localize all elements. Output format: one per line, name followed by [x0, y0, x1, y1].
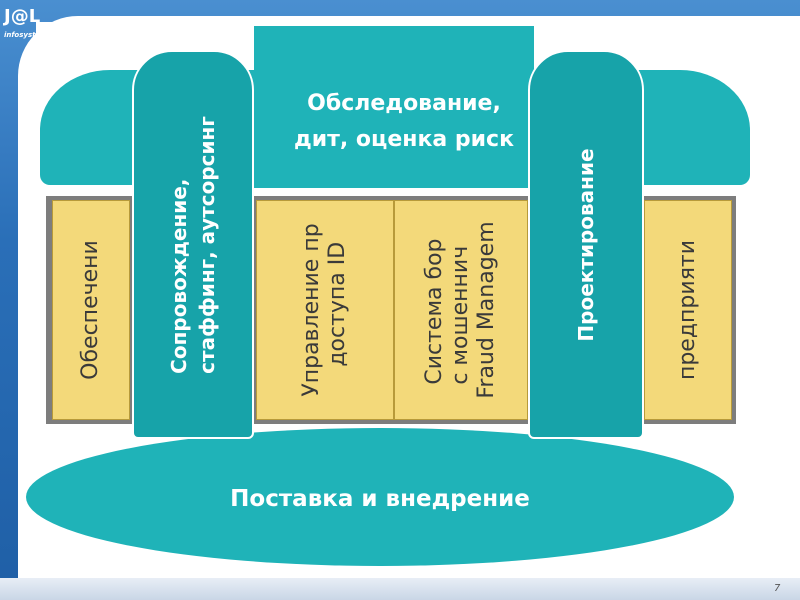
- column-label: предприяти: [675, 240, 701, 380]
- column-line: Управление пр: [299, 223, 324, 397]
- logo-subtext: infosystems: [4, 31, 52, 39]
- column-label: Обеспечени: [78, 240, 104, 380]
- left-pillar-label: Сопровождение, стаффинг, аутсорсинг: [165, 116, 221, 374]
- column-idm: Управление пр доступа ID: [256, 200, 394, 420]
- top-label-line: Обследование,: [307, 91, 501, 116]
- bottom-band: [26, 428, 734, 566]
- top-band-center: [254, 26, 534, 188]
- pillar-line: Сопровождение,: [167, 178, 191, 374]
- left-pillar: Сопровождение, стаффинг, аутсорсинг: [132, 50, 254, 439]
- column-enterprise: предприяти: [644, 200, 732, 420]
- logo-text: J@L: [4, 6, 41, 27]
- right-pillar-label: Проектирование: [574, 147, 598, 342]
- column-line: с мошеннич: [448, 245, 473, 385]
- top-label-line: дит, оценка риск: [293, 127, 515, 152]
- column-label: Система бор с мошеннич Fraud Managem: [422, 221, 500, 398]
- column-line: предприяти: [675, 239, 700, 381]
- column-line: Система бор: [422, 238, 447, 385]
- pillar-line: стаффинг, аутсорсинг: [195, 115, 219, 374]
- slide-footer-bar: [0, 578, 800, 600]
- column-fraud: Система бор с мошеннич Fraud Managem: [394, 200, 528, 420]
- bottom-band-label: Поставка и внедрение: [230, 486, 530, 512]
- column-line: доступа ID: [325, 241, 350, 367]
- column-line: Fraud Managem: [474, 221, 499, 399]
- column-support: Обеспечени: [52, 200, 130, 420]
- top-band-label: Обследование, дит, оценка риск: [254, 86, 554, 158]
- column-line: Обеспечени: [78, 240, 103, 380]
- page-number: 7: [774, 583, 781, 594]
- right-pillar: Проектирование: [528, 50, 644, 439]
- column-label: Управление пр доступа ID: [299, 223, 351, 396]
- company-logo: J@L infosystems: [4, 6, 52, 54]
